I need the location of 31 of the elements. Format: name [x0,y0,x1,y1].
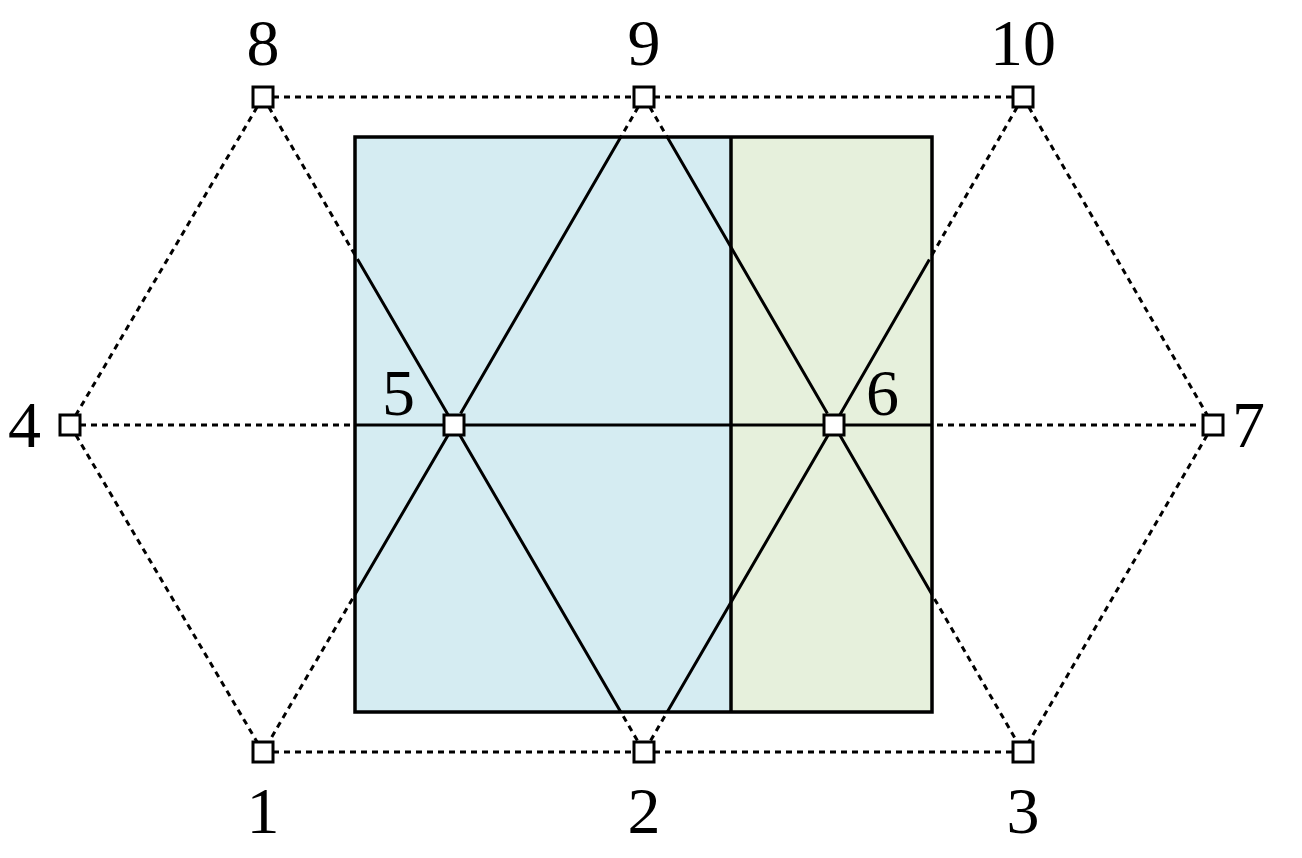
node-number: 1 [246,778,280,844]
connector-line [267,106,450,416]
node-square [58,413,82,437]
node-number: 7 [1232,392,1265,458]
node-number: 4 [8,392,41,458]
connector-line [273,750,634,754]
connector-line [273,95,634,99]
node-square [442,413,466,437]
node-square [632,85,656,109]
node-number: 5 [382,360,415,426]
connector-line [80,423,444,427]
connector-line [654,95,1013,99]
node-square [822,413,846,437]
node-square [1011,85,1035,109]
node-square [632,740,656,764]
connector-line [648,106,830,416]
node-square [1201,413,1225,437]
node-number: 9 [627,10,661,76]
node-number: 6 [866,360,899,426]
node-square [1011,740,1035,764]
node-number: 8 [246,10,280,76]
connector-line [74,434,259,743]
node-number: 2 [627,778,661,844]
node-square [251,85,275,109]
connector-line [1027,106,1209,416]
node-square [251,740,275,764]
connector-line [654,750,1013,754]
connector-line [464,423,824,427]
node-number: 3 [1006,778,1040,844]
node-number: 10 [990,10,1056,76]
connector-line [458,434,640,743]
